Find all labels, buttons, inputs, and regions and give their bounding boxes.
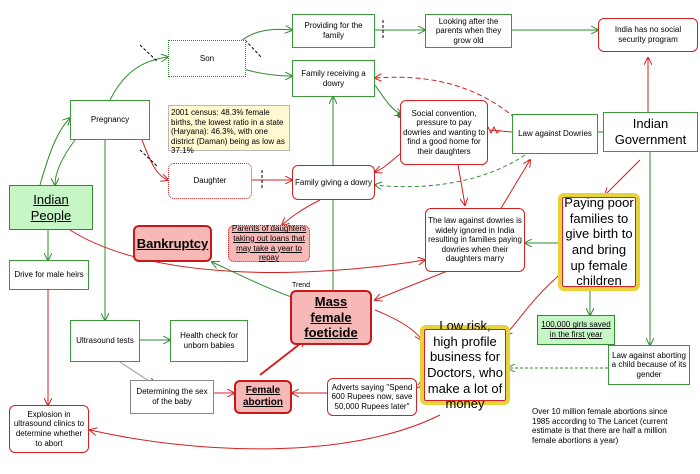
- node-family-giving[interactable]: Family giving a dowry: [292, 165, 375, 200]
- node-law-dowries[interactable]: Law against Dowries: [512, 114, 598, 154]
- delay-mark-3: [139, 44, 159, 63]
- node-son[interactable]: Son: [168, 40, 246, 77]
- link-people-ignored: [69, 229, 425, 273]
- delay-mark-4: [139, 149, 159, 168]
- node-determining[interactable]: Determining the sex of the baby: [130, 380, 214, 414]
- node-providing[interactable]: Providing for the family: [292, 14, 375, 48]
- link-foeticide-bankruptcy: [212, 262, 301, 301]
- node-social-convention[interactable]: Social convention, pressure to pay dowri…: [400, 100, 488, 165]
- node-ultrasound[interactable]: Ultrasound tests: [70, 320, 140, 362]
- note-census: 2001 census: 48.3% female births, the lo…: [168, 105, 290, 155]
- link-ignored-foeticide: [375, 269, 451, 300]
- node-daughter[interactable]: Daughter: [168, 163, 252, 199]
- node-explosion[interactable]: Explosion in ultrasound clinics to deter…: [9, 405, 89, 453]
- link-giving-parents: [282, 199, 321, 225]
- node-girls-saved[interactable]: 100,000 girls saved in the first year: [537, 315, 615, 345]
- link-social-law: [489, 129, 513, 133]
- note-ten-million: Over 10 million female abortions since 1…: [532, 407, 668, 445]
- node-no-social-security[interactable]: India has no social security program: [598, 18, 698, 52]
- link-pregnancy-son: [109, 57, 168, 101]
- delay-mark-5: [244, 39, 263, 59]
- node-indian-people[interactable]: Indian People: [9, 185, 93, 230]
- link-pregnancy-daughter: [139, 134, 168, 180]
- node-female-abortion[interactable]: Female abortion: [234, 380, 292, 414]
- link-social-ignored: [457, 164, 465, 205]
- node-health-check[interactable]: Health check for unborn babies: [170, 320, 248, 362]
- label-trend: Trend: [292, 282, 311, 289]
- node-paying-poor[interactable]: Paying poor families to give birth to an…: [558, 193, 640, 291]
- link-receiving-social: [374, 84, 402, 115]
- node-looking-after[interactable]: Looking after the parents when they grow…: [425, 14, 512, 48]
- node-drive-heirs[interactable]: Drive for male heirs: [9, 260, 89, 290]
- node-law-ignored[interactable]: The law against dowries is widely ignore…: [425, 208, 525, 272]
- node-family-receiving[interactable]: Family receiving a dowry: [292, 60, 375, 97]
- link-foeticide-lowrisk: [374, 309, 422, 340]
- node-pregnancy[interactable]: Pregnancy: [70, 100, 150, 140]
- node-low-risk[interactable]: Low risk, high profile business for Doct…: [420, 318, 510, 411]
- link-abortion-foeticide: [259, 340, 305, 376]
- link-law-receiving: [375, 77, 516, 119]
- node-mass-foeticide[interactable]: Mass female foeticide: [290, 290, 372, 345]
- node-indian-government[interactable]: Indian Government: [603, 112, 698, 152]
- link-gov-paying: [605, 159, 641, 195]
- node-parents-loans[interactable]: Parents of daughters taking out loans th…: [228, 224, 310, 262]
- node-bankruptcy[interactable]: Bankruptcy: [133, 225, 212, 262]
- link-pregnancy-people: [55, 139, 76, 185]
- node-law-aborting[interactable]: Law against aborting a child because of …: [608, 345, 690, 385]
- link-lowrisk-explosion: [90, 414, 441, 450]
- node-adverts[interactable]: Adverts saying "Spend 600 Rupees now, sa…: [327, 378, 417, 416]
- link-ignored-law: [499, 160, 530, 211]
- link-people-pregnancy: [39, 118, 70, 186]
- link-law-giving: [375, 154, 526, 187]
